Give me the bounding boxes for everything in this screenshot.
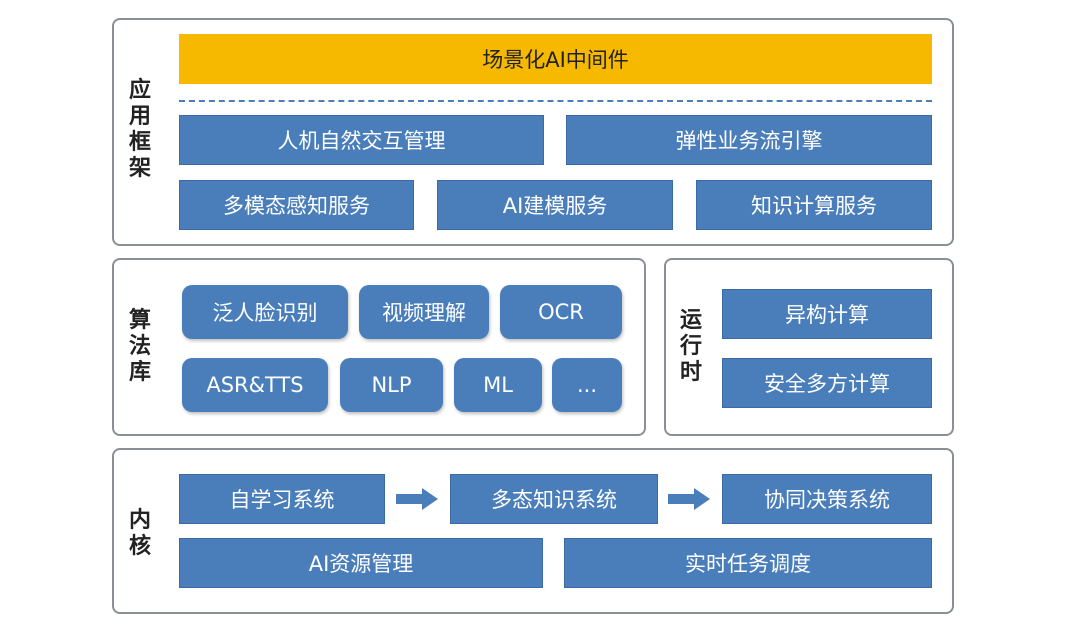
runtime-label: 运 行 时 — [676, 308, 706, 386]
label-char: 架 — [128, 156, 151, 181]
more-pill: ... — [552, 358, 622, 412]
knowledge-computing-box: 知识计算服务 — [696, 180, 932, 230]
label-char: 核 — [128, 534, 151, 559]
ai-middleware-banner: 场景化AI中间件 — [179, 34, 932, 84]
ai-resource-management-box: AI资源管理 — [179, 538, 543, 588]
video-understanding-pill: 视频理解 — [359, 285, 489, 339]
ml-pill: ML — [454, 358, 542, 412]
label-char: 法 — [128, 334, 151, 359]
heterogeneous-computing-box: 异构计算 — [722, 289, 932, 339]
asr-tts-pill: ASR&TTS — [182, 358, 328, 412]
kernel-panel — [112, 448, 954, 614]
label-char: 运 — [679, 308, 702, 333]
label-char: 内 — [128, 508, 151, 533]
secure-mpc-box: 安全多方计算 — [722, 358, 932, 408]
multimodal-perception-box: 多模态感知服务 — [179, 180, 414, 230]
label-char: 框 — [128, 130, 151, 155]
label-char: 行 — [679, 334, 702, 359]
hci-management-box: 人机自然交互管理 — [179, 115, 544, 165]
label-char: 应 — [128, 78, 151, 103]
face-recognition-pill: 泛人脸识别 — [182, 285, 348, 339]
label-char: 用 — [128, 104, 151, 129]
runtime-panel — [664, 258, 954, 436]
nlp-pill: NLP — [340, 358, 443, 412]
ai-modeling-box: AI建模服务 — [437, 180, 673, 230]
arrow-right-icon — [396, 488, 438, 510]
polymorphic-knowledge-box: 多态知识系统 — [450, 474, 658, 524]
label-char: 时 — [679, 360, 702, 385]
workflow-engine-box: 弹性业务流引擎 — [566, 115, 932, 165]
label-char: 算 — [128, 308, 151, 333]
arrow-right-icon — [668, 488, 710, 510]
label-char: 库 — [128, 360, 151, 385]
collaborative-decision-box: 协同决策系统 — [722, 474, 932, 524]
algorithm-library-label: 算 法 库 — [125, 308, 155, 386]
self-learning-box: 自学习系统 — [179, 474, 385, 524]
realtime-task-scheduling-box: 实时任务调度 — [564, 538, 932, 588]
app-framework-label: 应 用 框 架 — [125, 78, 155, 182]
dashed-divider — [179, 100, 932, 102]
ocr-pill: OCR — [500, 285, 622, 339]
kernel-label: 内 核 — [125, 508, 155, 560]
